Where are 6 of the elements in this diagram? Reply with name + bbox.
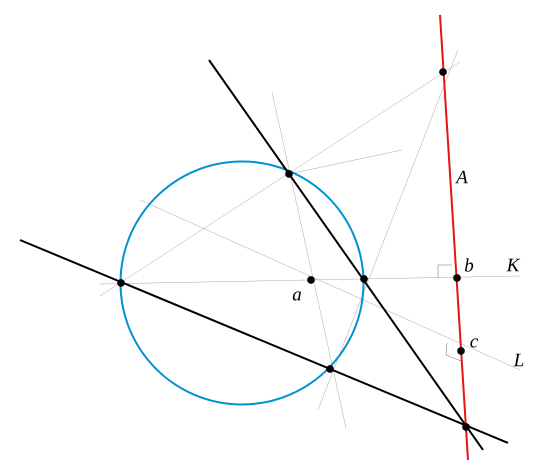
point-label: c bbox=[470, 338, 478, 348]
point-label: b bbox=[464, 258, 474, 272]
point-label: A bbox=[455, 170, 468, 184]
point-label: a bbox=[292, 291, 302, 301]
point-label: K bbox=[506, 258, 520, 272]
point-label: L bbox=[514, 354, 524, 366]
